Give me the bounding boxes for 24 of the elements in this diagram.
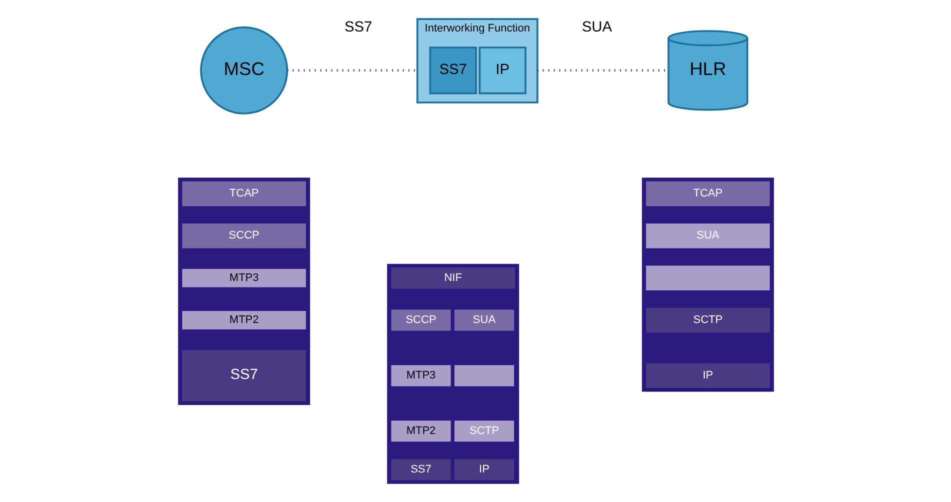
node-box: SUA <box>452 308 516 333</box>
edge-label: SS7 <box>344 20 372 36</box>
node-box: SCTP <box>452 418 516 444</box>
node-box: IP <box>452 457 516 482</box>
node-box: MTP3 <box>180 267 308 290</box>
node-box: TCAP <box>180 180 308 208</box>
node-box: TCAP <box>644 180 772 208</box>
node-box: SUA <box>644 222 772 250</box>
node-box: SCCP <box>388 308 452 333</box>
node-box: SCTP <box>644 306 772 334</box>
node-box <box>452 363 516 388</box>
node-box: MTP2 <box>180 309 308 332</box>
node-box: SS7 <box>428 46 476 94</box>
node-box: IP <box>644 361 772 390</box>
node-box: NIF <box>388 266 516 290</box>
node-box <box>644 264 772 292</box>
node-box: SS7 <box>388 457 452 482</box>
node-box: SS7 <box>180 348 308 404</box>
node-box: IP <box>478 46 526 94</box>
node-box: SCCP <box>180 222 308 250</box>
edge-label: SUA <box>581 20 612 36</box>
node-circle: MSC <box>200 26 288 114</box>
node-box: MTP2 <box>388 418 452 444</box>
node-box: MTP3 <box>388 363 452 388</box>
